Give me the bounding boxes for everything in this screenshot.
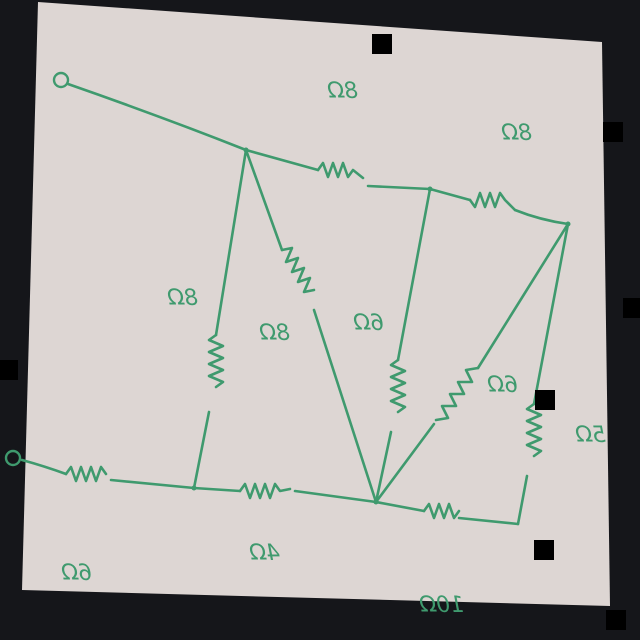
label-r-top-right: 8Ω <box>501 121 532 146</box>
marker-square <box>0 360 18 380</box>
wire-right-diagonal-e <box>374 422 436 504</box>
resistor-right-vertical-zigzag <box>525 402 543 458</box>
label-r-diagonal: 8Ω <box>259 321 290 346</box>
wire-a-left-vertical <box>214 148 248 337</box>
label-r-bottom-left: 6Ω <box>61 561 92 586</box>
resistor-r1-zigzag <box>316 161 365 180</box>
label-r-middle-vertical: 6Ω <box>353 311 384 336</box>
wire-left-vertical-b <box>192 410 211 490</box>
wire-d-right-diagonal <box>476 222 570 370</box>
wire-bottom-left-b <box>109 478 196 490</box>
wire-bottom-middle-e <box>293 489 378 504</box>
resistor-r2-zigzag <box>468 191 517 212</box>
wire-bottom-right-f <box>457 516 520 526</box>
wire-c-middle-vertical <box>396 187 432 362</box>
marker-square <box>535 390 555 410</box>
terminal-top <box>52 71 70 89</box>
wires <box>20 82 570 526</box>
node-d <box>565 221 571 227</box>
label-r-bottom-middle: 4Ω <box>249 541 280 566</box>
resistor-labels: 8Ω 8Ω 8Ω 8Ω 6Ω 6Ω 5Ω 6Ω 4Ω 10Ω <box>61 79 606 618</box>
wire-e-bottom-right <box>374 500 426 513</box>
resistor-diagonal-zigzag <box>280 246 316 294</box>
label-r-top-left: 8Ω <box>327 79 358 104</box>
terminal-bottom <box>4 449 22 467</box>
marker-square <box>534 540 554 560</box>
label-r-right-diagonal: 6Ω <box>487 373 518 398</box>
label-r-bottom-right: 10Ω <box>419 593 464 618</box>
node-b <box>191 485 197 491</box>
resistor-left-vertical-zigzag <box>207 333 225 389</box>
resistor-bottom-left-zigzag <box>64 465 108 483</box>
wire-c-r2 <box>428 187 472 202</box>
marker-square <box>623 298 640 318</box>
marker-square <box>372 34 392 54</box>
resistor-middle-vertical-zigzag <box>389 358 407 414</box>
wire-b-bottom-middle <box>192 486 242 493</box>
wire-right-vertical-f <box>516 474 529 526</box>
node-a <box>243 147 249 153</box>
wire-middle-vertical-e <box>374 430 393 504</box>
marker-squares <box>0 34 640 630</box>
wire-bottom-lead <box>20 458 68 476</box>
wire-a-r1 <box>244 148 320 172</box>
label-r-left-vertical: 8Ω <box>167 286 198 311</box>
wire-d-right-vertical <box>532 222 570 406</box>
node-e <box>373 499 379 505</box>
node-c <box>427 186 433 192</box>
wire-a-diagonal <box>244 148 284 252</box>
wire-r1-c <box>366 184 432 191</box>
resistor-right-diagonal-zigzag <box>434 366 480 422</box>
resistor-bottom-middle-zigzag <box>238 482 292 500</box>
wire-r2-d <box>513 208 570 226</box>
wire-top-lead <box>66 82 248 152</box>
marker-square <box>603 122 623 142</box>
wire-diagonal-e <box>312 308 378 504</box>
paper-sheet <box>22 2 610 606</box>
marker-square <box>606 610 626 630</box>
label-r-right-vertical: 5Ω <box>575 423 606 448</box>
resistor-bottom-right-zigzag <box>422 502 461 520</box>
